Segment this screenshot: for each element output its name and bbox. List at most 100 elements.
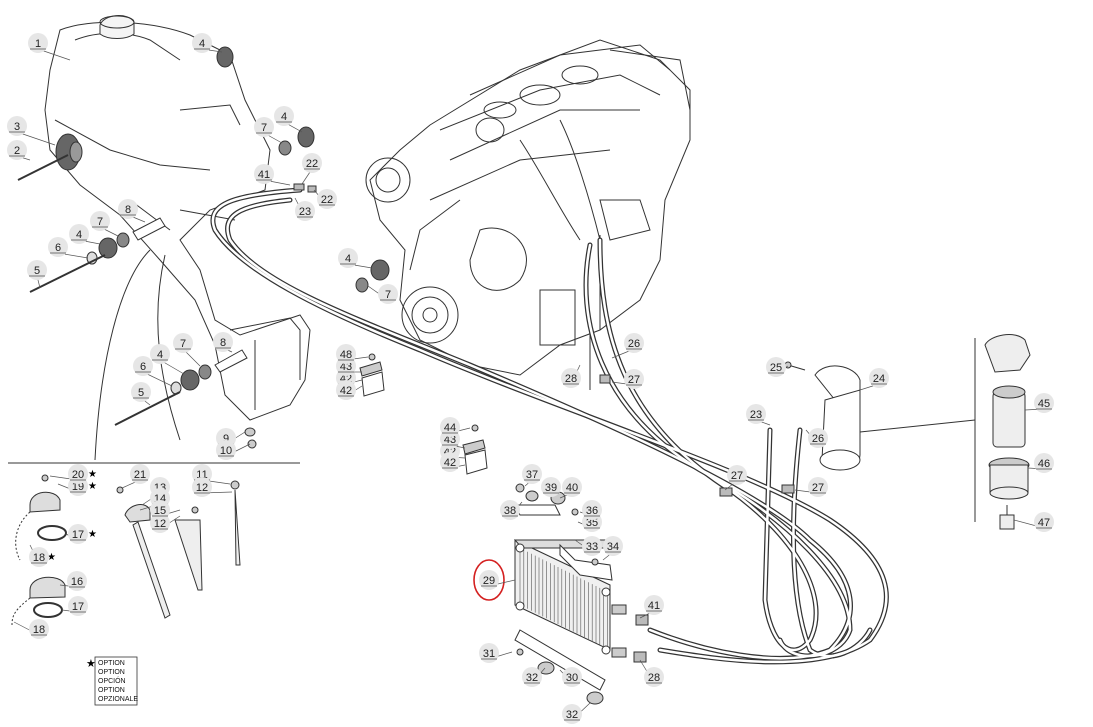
callout-bubble — [1034, 393, 1054, 413]
callout-label: 26 — [812, 433, 824, 445]
callout-bubble — [48, 237, 68, 257]
callout-7: 7 — [367, 284, 398, 304]
callout-label: 42 — [340, 385, 352, 397]
callout-label: 17 — [72, 601, 84, 613]
callout-bubble — [562, 477, 582, 497]
callout-bubble — [338, 248, 358, 268]
callout-label: 28 — [648, 672, 660, 684]
callout-bubble — [68, 596, 88, 616]
legend-box — [94, 656, 138, 706]
callout-label: 27 — [812, 482, 824, 494]
filter-spare-parts — [984, 334, 1031, 530]
legend-line-3: OPCIÓN — [98, 676, 126, 685]
option-star-19: ★ — [88, 481, 97, 492]
callout-leader — [16, 131, 56, 146]
callout-label: 10 — [220, 445, 232, 457]
part-callouts: 1234444455667777889101112121314151617171… — [7, 33, 1054, 724]
callout-2: 2 — [7, 140, 31, 161]
callout-label: 22 — [321, 194, 333, 206]
callout-bubble — [562, 667, 582, 687]
callout-label: 43 — [444, 434, 456, 446]
callout-bubble — [90, 211, 110, 231]
callout-47: 47 — [1013, 512, 1054, 532]
callout-label: 38 — [504, 505, 516, 517]
callout-label: 25 — [770, 362, 782, 374]
callout-7: 7 — [173, 333, 201, 367]
callout-39: 39 — [541, 477, 561, 497]
callout-label: 21 — [134, 469, 146, 481]
callout-5: 5 — [27, 260, 47, 289]
callout-label: 17 — [72, 529, 84, 541]
callout-7: 7 — [90, 211, 119, 237]
callout-4: 4 — [338, 248, 373, 269]
callout-label: 33 — [586, 541, 598, 553]
cooler-fins — [519, 548, 608, 649]
callout-bubble — [624, 333, 644, 353]
callout-26: 26 — [805, 428, 828, 448]
callout-label: 7 — [180, 338, 186, 350]
callout-label: 16 — [71, 576, 83, 588]
callout-18: 18 — [13, 619, 49, 639]
callout-bubble — [317, 189, 337, 209]
callout-bubble — [1034, 512, 1054, 532]
fuel-hoses-inner — [211, 188, 888, 664]
legend-line-5: OPZIONALE — [98, 696, 138, 703]
callout-5: 5 — [131, 382, 151, 406]
callout-45: 45 — [1024, 393, 1054, 413]
callout-bubble — [173, 333, 193, 353]
callout-label: 32 — [566, 709, 578, 721]
callout-label: 4 — [345, 253, 351, 265]
callout-40: 40 — [559, 477, 582, 499]
callout-label: 46 — [1038, 458, 1050, 470]
callout-bubble — [440, 452, 460, 472]
callout-bubble — [192, 477, 212, 497]
callout-bubble — [336, 380, 356, 400]
callout-bubble — [150, 500, 170, 520]
callout-bubble — [213, 332, 233, 352]
callout-36: 36 — [579, 500, 602, 520]
option-star-20: ★ — [88, 469, 97, 480]
callout-18: 18 — [29, 544, 49, 567]
callout-22: 22 — [301, 153, 322, 185]
callout-bubble — [27, 260, 47, 280]
callout-32: 32 — [522, 667, 546, 687]
callout-label: 47 — [1038, 517, 1050, 529]
callout-3: 3 — [7, 116, 56, 146]
callout-label: 12 — [154, 518, 166, 530]
callout-46: 46 — [1027, 453, 1054, 473]
option-star-17: ★ — [88, 529, 97, 540]
callout-label: 4 — [199, 38, 205, 50]
callout-bubble — [727, 465, 747, 485]
callout-26: 26 — [611, 333, 644, 359]
callout-label: 8 — [220, 337, 226, 349]
callout-21: 21 — [121, 464, 150, 489]
callout-label: 27 — [731, 470, 743, 482]
callout-6: 6 — [48, 237, 89, 259]
callout-27: 27 — [611, 369, 644, 389]
callout-bubble — [28, 33, 48, 53]
callout-label: 31 — [483, 648, 495, 660]
callout-20: 20 — [49, 464, 88, 484]
callout-label: 42 — [444, 457, 456, 469]
callout-label: 9 — [223, 433, 229, 445]
callout-34: 34 — [602, 536, 623, 561]
callout-10: 10 — [216, 440, 251, 460]
callout-label: 40 — [566, 482, 578, 494]
callout-label: 29 — [483, 575, 495, 587]
callout-4: 4 — [274, 106, 303, 133]
callout-label: 19 — [72, 481, 84, 493]
callout-32: 32 — [562, 702, 591, 724]
callout-bubble — [624, 369, 644, 389]
callout-bubble — [254, 164, 274, 184]
callout-bubble — [67, 571, 87, 591]
callout-bubble — [541, 477, 561, 497]
callout-bubble — [302, 153, 322, 173]
hose-fittings — [293, 183, 795, 497]
callout-bubble — [603, 536, 623, 556]
option-legend: ★ OPTION OPTION OPCIÓN OPTION OPZIONALE — [86, 656, 138, 706]
callout-label: 34 — [607, 541, 619, 553]
callout-label: 5 — [34, 265, 40, 277]
callout-bubble — [522, 667, 542, 687]
callout-4: 4 — [192, 33, 223, 53]
callout-42: 42 — [336, 380, 363, 400]
